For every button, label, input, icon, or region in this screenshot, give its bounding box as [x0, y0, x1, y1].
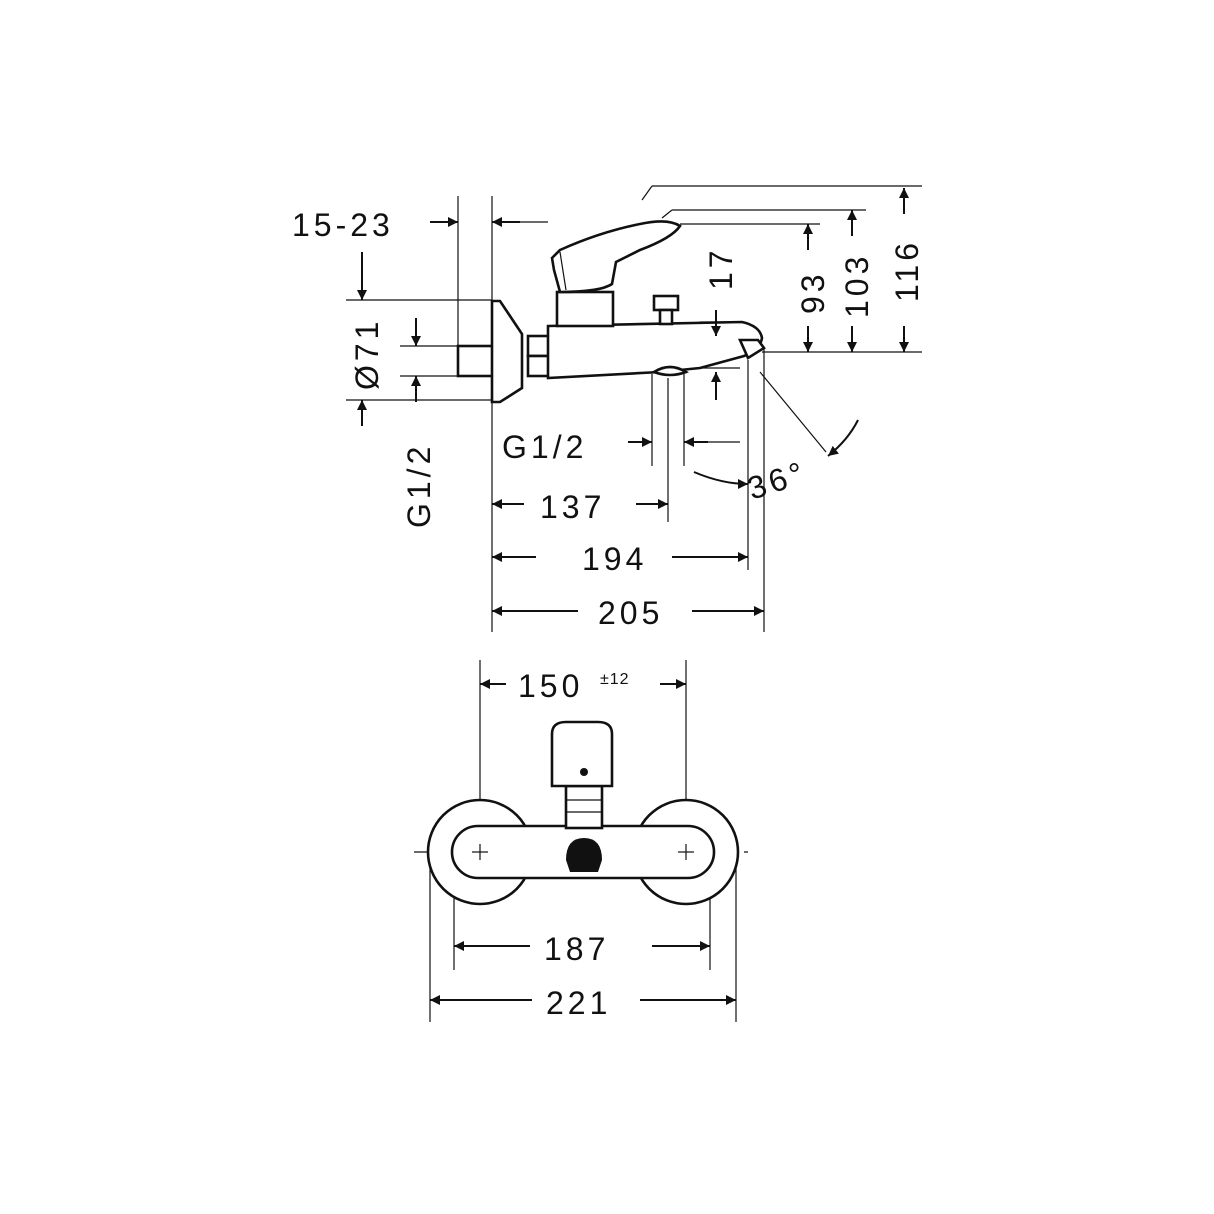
label-diameter: Ø71 — [349, 318, 385, 390]
label-center-distance: 150 — [518, 668, 583, 704]
lever-edge — [559, 251, 567, 291]
mixer-body-side — [456, 220, 766, 404]
dimension-labels-front: 150 ±12 187 221 — [518, 668, 630, 1021]
cartridge-housing — [555, 290, 615, 328]
label-height-93: 93 — [795, 270, 831, 314]
dimension-labels-side: 15-23 Ø71 G1/2 G1/2 17 93 103 116 36° 13… — [292, 207, 925, 631]
diverter-knob — [652, 294, 680, 312]
dimension-arrows-front — [430, 679, 736, 1005]
label-outlet-height: 17 — [703, 246, 739, 290]
label-thread-left: G1/2 — [401, 443, 437, 528]
side-view: 15-23 Ø71 G1/2 G1/2 17 93 103 116 36° 13… — [292, 185, 925, 632]
label-angle: 36° — [743, 454, 812, 507]
label-height-103: 103 — [839, 253, 875, 318]
label-length-137: 137 — [540, 489, 605, 525]
mixer-body-front — [426, 720, 740, 906]
label-length-194: 194 — [582, 541, 647, 577]
lever-indicator — [580, 768, 588, 776]
label-thread-outlet: G1/2 — [502, 429, 587, 465]
label-wall-offset: 15-23 — [292, 207, 394, 243]
dimension-arrows-side — [357, 188, 909, 616]
escutcheon — [490, 299, 524, 404]
lever-front — [550, 720, 614, 788]
cartridge-neck — [564, 784, 604, 830]
diverter-stem — [658, 308, 674, 326]
extension-lines-side — [346, 185, 922, 632]
label-width-221: 221 — [546, 985, 611, 1021]
eccentric-connector — [456, 344, 496, 378]
outlet-nozzle — [651, 365, 689, 377]
label-width-187: 187 — [544, 931, 609, 967]
main-body — [546, 320, 764, 380]
front-view: 150 ±12 187 221 — [414, 660, 752, 1022]
dim-angle-arrow-left — [693, 471, 749, 489]
outlet-front — [566, 838, 602, 872]
dim-angle-arrow-right — [827, 419, 859, 457]
label-tolerance: ±12 — [600, 671, 630, 688]
label-length-205: 205 — [598, 595, 663, 631]
label-height-116: 116 — [889, 239, 925, 302]
lever-handle — [550, 220, 682, 294]
